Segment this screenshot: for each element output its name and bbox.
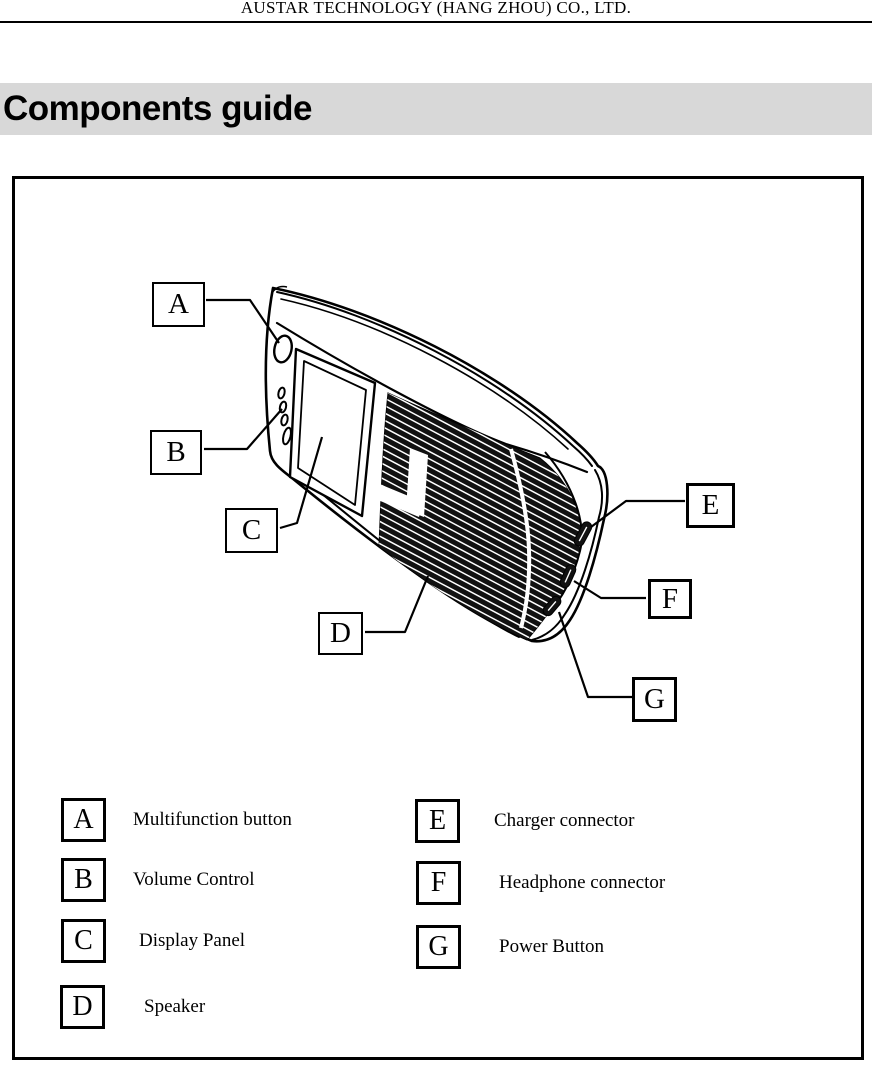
legend-label-c: Display Panel — [139, 930, 246, 951]
leader-line-c — [279, 436, 324, 530]
legend-label-g: Power Button — [499, 936, 605, 957]
callout-box-a: A — [152, 282, 205, 327]
leader-line-d — [365, 575, 430, 634]
legend-label-a: Multifunction button — [133, 809, 292, 830]
end-cap-seam — [544, 451, 583, 616]
legend-key-a: A — [61, 798, 106, 842]
legend-key-e: E — [415, 799, 460, 843]
top-edge-second-line — [280, 298, 569, 450]
callout-box-c: C — [225, 508, 278, 553]
legend-label-d: Speaker — [144, 996, 206, 1017]
legend-key-b: B — [61, 858, 106, 902]
legend-key-g: G — [416, 925, 461, 969]
leader-line-b — [204, 408, 283, 451]
company-header: AUSTAR TECHNOLOGY (HANG ZHOU) CO., LTD. — [240, 0, 632, 17]
headphone-connector — [559, 564, 577, 588]
callout-box-d: D — [318, 612, 363, 655]
callout-box-b: B — [150, 430, 202, 475]
grille-cutout-horizontal — [373, 483, 423, 517]
legend-label-b: Volume Control — [133, 869, 255, 890]
volume-control-buttons — [277, 386, 292, 446]
legend-key-c: C — [61, 919, 106, 963]
leader-line-f — [573, 580, 646, 600]
legend-label-f: Headphone connector — [499, 872, 666, 893]
top-edge-inner-line — [276, 291, 593, 467]
callout-box-f: F — [648, 579, 692, 619]
callout-box-e: E — [686, 483, 735, 528]
leader-line-a — [206, 298, 280, 344]
leader-line-e — [590, 499, 685, 528]
grille-divider — [509, 448, 532, 629]
display-panel-screen — [297, 360, 367, 506]
corner-detail — [270, 285, 288, 300]
diagram-frame — [12, 176, 864, 1060]
power-button — [542, 595, 562, 617]
leader-line-g — [557, 611, 632, 699]
leader-lines — [204, 298, 685, 699]
legend-label-e: Charger connector — [494, 810, 635, 831]
page-title: Components guide — [3, 89, 312, 128]
end-rim-line — [531, 469, 604, 641]
charger-connector — [573, 521, 593, 547]
header-rule — [0, 21, 872, 23]
legend-key-f: F — [416, 861, 461, 905]
legend-key-d: D — [60, 985, 105, 1029]
section-title-bar: Components guide — [0, 83, 872, 135]
callout-box-g: G — [632, 677, 677, 722]
